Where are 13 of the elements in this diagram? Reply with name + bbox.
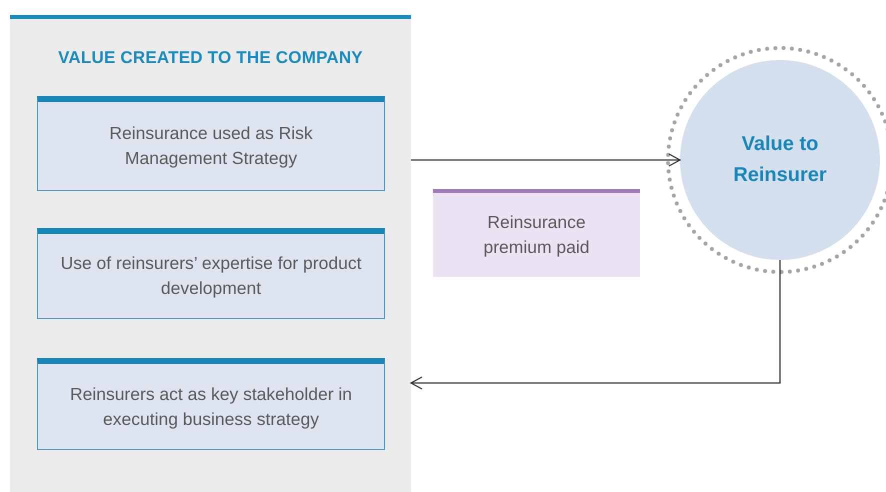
- circle-label: Value to Reinsurer: [732, 132, 828, 188]
- box-text: Reinsurance used as Risk Management Strategy: [108, 122, 314, 170]
- process-box: [37, 228, 385, 319]
- panel-background: [10, 15, 411, 492]
- arrow: [410, 260, 781, 390]
- box-text: Reinsurers act as key stakeholder in executing business strategy: [68, 382, 354, 431]
- premium-box: [433, 189, 640, 277]
- panel-heading: VALUE CREATED TO THE COMPANY: [58, 47, 363, 69]
- box-text: Use of reinsurers’ expertise for product development: [60, 252, 362, 300]
- process-box: [37, 358, 385, 450]
- box-text: Reinsurance premium paid: [482, 211, 591, 259]
- arrow: [411, 153, 681, 167]
- process-box: [37, 96, 385, 191]
